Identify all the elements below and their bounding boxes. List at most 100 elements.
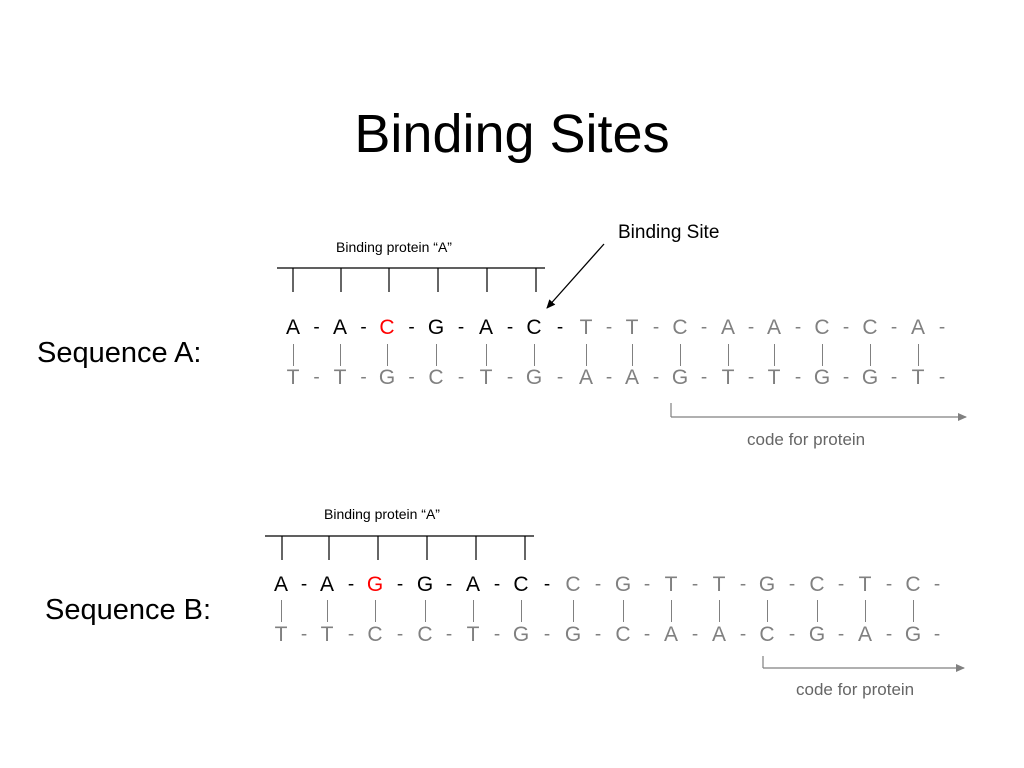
bottom-strand-link: - (396, 624, 404, 645)
top-strand-link: - (506, 317, 514, 338)
bottom-strand-link: - (594, 624, 602, 645)
top-strand-base: C (513, 573, 529, 596)
top-strand-link: - (445, 574, 453, 595)
base-pair-bond (375, 600, 376, 622)
bottom-strand-base: G (525, 366, 543, 389)
top-strand-link: - (788, 574, 796, 595)
code-for-protein-b-arrow (762, 656, 965, 672)
base-pair-bond (573, 600, 574, 622)
base-pair-bond (671, 600, 672, 622)
top-strand-base: A (910, 316, 925, 339)
top-strand-link: - (493, 574, 501, 595)
bottom-strand-link: - (408, 367, 415, 388)
bottom-strand-link: - (885, 624, 893, 645)
bottom-strand-base: C (615, 623, 631, 646)
base-pair-bond (774, 344, 775, 366)
top-strand-link: - (747, 317, 755, 338)
bottom-strand-link: - (938, 367, 946, 388)
base-pair-bond (340, 344, 341, 366)
base-pair-bond (623, 600, 624, 622)
base-pair-bond (918, 344, 919, 366)
top-strand-link: - (408, 317, 415, 338)
bottom-strand-base: G (813, 366, 831, 389)
binding-site-label: Binding Site (618, 222, 720, 243)
bottom-strand-link: - (788, 624, 796, 645)
top-strand-link: - (643, 574, 651, 595)
bottom-strand-link: - (700, 367, 708, 388)
bottom-strand-link: - (933, 624, 941, 645)
top-strand-base: C (379, 316, 395, 339)
code-for-protein-a-label: code for protein (747, 430, 866, 449)
bottom-strand-link: - (360, 367, 367, 388)
top-strand-base: T (625, 316, 639, 339)
top-strand-link: - (543, 574, 551, 595)
top-strand-link: - (700, 317, 708, 338)
top-strand-base: A (319, 573, 334, 596)
top-strand-link: - (890, 317, 898, 338)
bottom-strand-base: A (857, 623, 872, 646)
top-strand-link: - (396, 574, 404, 595)
top-strand-base: T (664, 573, 678, 596)
bottom-strand-link: - (347, 624, 355, 645)
top-strand-base: G (416, 573, 434, 596)
top-strand-base: C (814, 316, 830, 339)
bottom-strand-base: A (663, 623, 678, 646)
top-strand-link: - (885, 574, 893, 595)
base-pair-bond (586, 344, 587, 366)
bottom-strand-base: G (861, 366, 879, 389)
page-title: Binding Sites (354, 104, 670, 164)
bottom-strand-link: - (493, 624, 501, 645)
bottom-strand-base: A (711, 623, 726, 646)
bottom-strand-link: - (691, 624, 699, 645)
top-strand-base: T (712, 573, 726, 596)
binding-protein-a-label: Binding protein “A” (336, 239, 452, 255)
top-strand-link: - (556, 317, 564, 338)
top-strand-base: G (427, 316, 445, 339)
bottom-strand-base: T (333, 366, 347, 389)
base-pair-bond (327, 600, 328, 622)
bottom-strand-base: A (624, 366, 639, 389)
bottom-strand-link: - (445, 624, 453, 645)
top-strand-link: - (691, 574, 699, 595)
top-strand-link: - (794, 317, 802, 338)
sequence-b-label: Sequence B: (45, 594, 212, 626)
code-for-protein-b-label: code for protein (796, 680, 915, 699)
base-pair-bond (719, 600, 720, 622)
top-strand-base: G (366, 573, 384, 596)
bottom-strand-base: T (767, 366, 781, 389)
bottom-strand-base: T (721, 366, 735, 389)
top-strand-base: C (905, 573, 921, 596)
base-pair-bond (425, 600, 426, 622)
bottom-strand-link: - (643, 624, 651, 645)
bottom-strand-base: C (759, 623, 775, 646)
bottom-strand-link: - (313, 367, 320, 388)
bottom-strand-link: - (890, 367, 898, 388)
bottom-strand-base: T (286, 366, 300, 389)
bottom-strand-link: - (556, 367, 564, 388)
binding-protein-a-bracket (277, 267, 545, 292)
top-strand-base: C (862, 316, 878, 339)
top-strand-link: - (933, 574, 941, 595)
base-pair-bond (728, 344, 729, 366)
top-strand-base: A (273, 573, 288, 596)
top-strand-link: - (300, 574, 308, 595)
base-pair-bond (817, 600, 818, 622)
base-pair-bond (387, 344, 388, 366)
bottom-strand-base: C (367, 623, 383, 646)
top-strand-link: - (652, 317, 660, 338)
top-strand-base: C (672, 316, 688, 339)
bottom-strand-base: C (417, 623, 433, 646)
base-pair-bond (632, 344, 633, 366)
bottom-strand-link: - (543, 624, 551, 645)
bottom-strand-base: T (479, 366, 493, 389)
base-pair-bond (680, 344, 681, 366)
bottom-strand-base: G (378, 366, 396, 389)
base-pair-bond (293, 344, 294, 366)
bottom-strand-link: - (506, 367, 514, 388)
bottom-strand-link: - (739, 624, 747, 645)
top-strand-base: G (614, 573, 632, 596)
bottom-strand-link: - (794, 367, 802, 388)
bottom-strand-link: - (837, 624, 845, 645)
top-strand-link: - (360, 317, 367, 338)
